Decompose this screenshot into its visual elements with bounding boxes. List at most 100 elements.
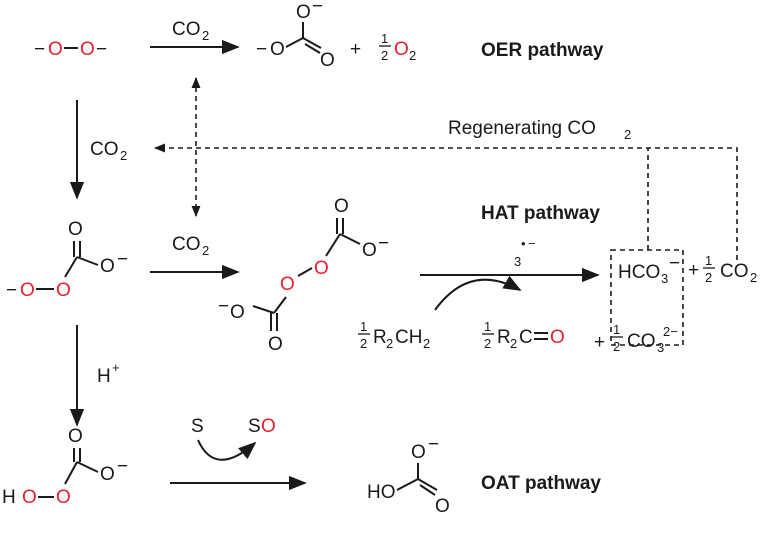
peroxide-dianion: − O O − [34, 39, 107, 60]
co2-reagent-label: CO 2 [90, 139, 127, 163]
svg-text:C: C [519, 327, 533, 348]
svg-text:3: 3 [514, 254, 521, 269]
svg-text:−: − [428, 434, 439, 455]
svg-text:O: O [56, 487, 71, 508]
half-ketone: 1 2 R 2 C O [482, 319, 565, 351]
svg-text:O: O [280, 274, 295, 295]
svg-text:−: − [6, 280, 17, 301]
svg-text:2: 2 [613, 339, 620, 354]
svg-text:2: 2 [624, 127, 631, 142]
svg-text:−: − [312, 0, 323, 17]
svg-text:O: O [56, 280, 71, 301]
regeneration-dashed-arrow [153, 143, 649, 250]
plus-sign: + [350, 39, 361, 60]
svg-text:−: − [378, 233, 389, 254]
svg-text:−: − [117, 249, 128, 270]
bicarbonate-product: HO O − O [367, 434, 450, 517]
plus-sign: + [594, 332, 605, 353]
minus-sign: − [96, 39, 107, 60]
svg-text:3: 3 [657, 340, 664, 355]
svg-text:O: O [550, 327, 565, 348]
svg-text:−: − [669, 253, 680, 274]
svg-text:O: O [68, 219, 83, 240]
oxygen-atom: O [48, 39, 63, 60]
svg-text:2: 2 [484, 336, 491, 351]
svg-text:−: − [256, 39, 267, 60]
svg-text:HO: HO [367, 482, 396, 503]
svg-text:2: 2 [120, 148, 127, 163]
peroxydicarbonate: O O − O O O − O [218, 196, 389, 355]
svg-text:CO: CO [172, 234, 201, 255]
svg-text:O: O [261, 416, 276, 437]
svg-text:CO: CO [90, 139, 119, 160]
plus-sign: + [688, 260, 699, 281]
curved-arrow [197, 439, 257, 461]
svg-text:HCO: HCO [618, 262, 660, 283]
svg-text:1: 1 [381, 31, 388, 46]
svg-text:2: 2 [360, 336, 367, 351]
bicarbonate: HCO 3 − [618, 253, 680, 286]
svg-text:R: R [497, 327, 511, 348]
svg-text:CH: CH [395, 327, 422, 348]
half-carbonate: 1 2 CO 3 2− [611, 322, 678, 355]
half-r2ch2: 1 2 R 2 CH 2 [358, 319, 430, 351]
svg-text:2: 2 [750, 270, 757, 285]
svg-text:1: 1 [613, 322, 620, 337]
regeneration-dashed-line [648, 147, 738, 260]
svg-text:O: O [362, 240, 377, 261]
svg-text:O: O [314, 258, 329, 279]
svg-text:1: 1 [360, 319, 367, 334]
svg-text:O: O [100, 256, 115, 277]
svg-text:2−: 2− [663, 324, 678, 339]
svg-text:Regenerating CO: Regenerating CO [448, 118, 596, 139]
svg-text:O: O [411, 442, 426, 463]
products-dashed-box [610, 249, 684, 346]
proton-label: H + [97, 360, 120, 387]
svg-text:O: O [22, 487, 37, 508]
svg-text:1: 1 [705, 253, 712, 268]
oat-pathway-label: OAT pathway [481, 473, 601, 494]
via-carbonate-radical-label: 3 • − [514, 236, 536, 269]
curved-arrow [434, 275, 522, 311]
svg-text:R: R [373, 327, 387, 348]
svg-text:2: 2 [423, 336, 430, 351]
svg-text:O: O [334, 196, 349, 217]
svg-text:O: O [270, 39, 285, 60]
svg-text:H: H [2, 487, 16, 508]
svg-text:2: 2 [409, 48, 416, 63]
half-co2: 1 2 CO 2 [703, 253, 757, 285]
svg-text:S: S [248, 416, 261, 437]
svg-text:2: 2 [386, 336, 393, 351]
peroxymonocarbonate: O O − O O − [6, 219, 128, 301]
svg-text:H: H [97, 366, 111, 387]
svg-text:O: O [20, 280, 35, 301]
svg-text:CO: CO [172, 19, 201, 40]
substrate-label: S [191, 416, 204, 437]
svg-text:2: 2 [202, 28, 209, 43]
svg-text:−: − [117, 456, 128, 477]
svg-text:O: O [394, 39, 409, 60]
peroxymonocarbonic-acid: O O − O O H [2, 426, 128, 508]
svg-text:2: 2 [705, 270, 712, 285]
minus-sign: − [34, 39, 45, 60]
svg-text:O: O [435, 496, 450, 517]
regenerating-co2-label: Regenerating CO 2 [448, 118, 631, 142]
svg-text:3: 3 [661, 271, 668, 286]
svg-text:+: + [112, 360, 120, 375]
sulfoxide-label: S O [248, 416, 276, 437]
oer-pathway-label: OER pathway [481, 40, 604, 61]
svg-text:O: O [230, 302, 245, 323]
svg-text:CO: CO [627, 331, 656, 352]
svg-text:•: • [521, 236, 526, 251]
svg-text:O: O [68, 426, 83, 447]
svg-text:1: 1 [484, 319, 491, 334]
carbonate-anion: − O O − O [256, 0, 335, 71]
svg-text:2: 2 [510, 336, 517, 351]
svg-text:O: O [268, 334, 283, 355]
co2-reagent-label: CO 2 [172, 234, 209, 258]
svg-text:O: O [296, 2, 311, 23]
svg-text:2: 2 [381, 48, 388, 63]
co2-reagent-label: CO 2 [172, 19, 209, 43]
